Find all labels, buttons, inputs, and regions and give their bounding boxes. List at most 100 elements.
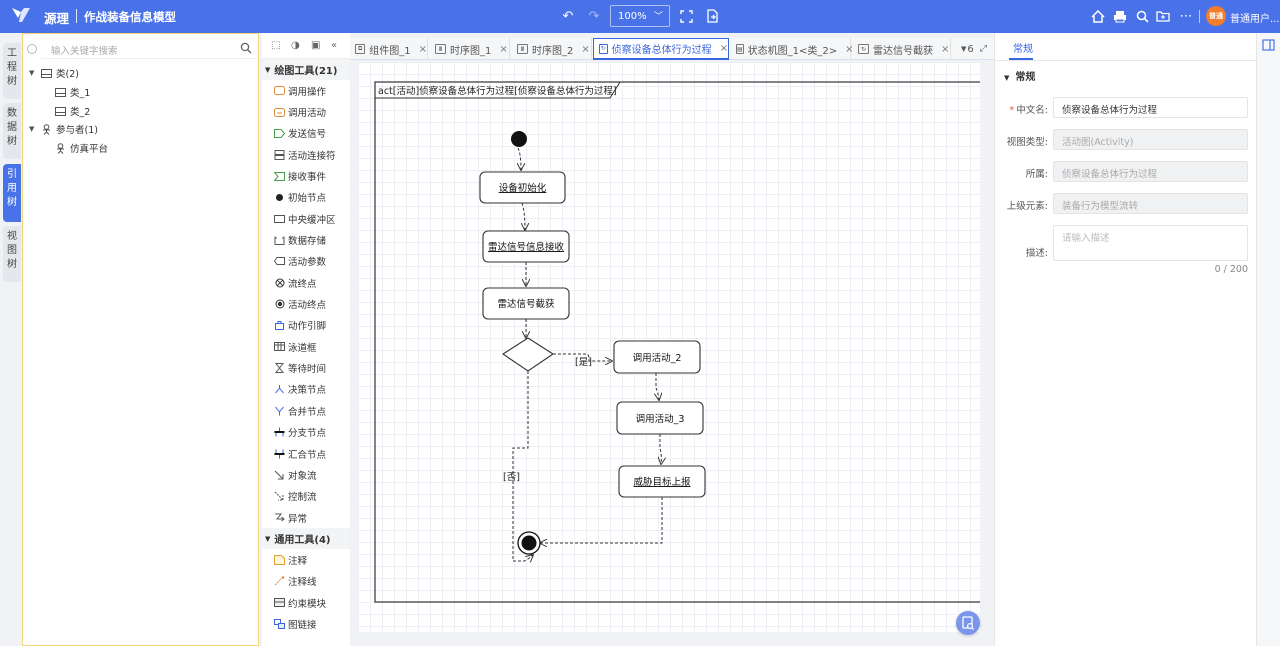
- panel-toggle-icon[interactable]: [1257, 35, 1280, 59]
- action-radar-capture-label: 雷达信号截获: [497, 298, 555, 310]
- tool-note-line[interactable]: 注释线: [262, 571, 350, 592]
- tool-control-flow[interactable]: 控制流: [262, 486, 350, 507]
- toolbox-group-common[interactable]: ▼ 通用工具(4): [262, 528, 350, 550]
- control-flow[interactable]: [540, 497, 663, 543]
- tab-view-tree[interactable]: 视图树: [3, 226, 21, 282]
- tool-fork-node[interactable]: 分支节点: [262, 422, 350, 443]
- tool-call-operation[interactable]: 调用操作: [262, 80, 350, 101]
- tab-project-tree[interactable]: 工程树: [3, 43, 21, 99]
- expand-icon[interactable]: ⤢: [979, 44, 987, 54]
- canvas-tool-button[interactable]: [956, 611, 980, 635]
- search-input[interactable]: 输入关键字搜索: [51, 46, 118, 57]
- folder-icon[interactable]: [1155, 8, 1171, 24]
- canvas-scrollbar[interactable]: [350, 632, 760, 646]
- toolbox-group-drawing[interactable]: ▼ 绘图工具(21): [262, 59, 350, 80]
- tab-radar-capture[interactable]: ↻雷达信号截获×: [853, 38, 951, 60]
- control-flow[interactable]: [660, 434, 661, 464]
- search-icon[interactable]: [1134, 8, 1150, 24]
- caret-down-icon[interactable]: ▼: [29, 125, 35, 133]
- tree-node-sim-platform[interactable]: 仿真平台: [53, 140, 108, 156]
- action-call-3[interactable]: [616, 401, 704, 435]
- control-flow[interactable]: [522, 202, 525, 230]
- redo-icon[interactable]: ↷: [588, 8, 600, 24]
- control-flow-yes[interactable]: [553, 353, 612, 361]
- search-icon[interactable]: [240, 42, 252, 54]
- control-flow-no[interactable]: [512, 371, 533, 561]
- close-icon[interactable]: ×: [581, 43, 590, 55]
- tool-join-node[interactable]: 汇合节点: [262, 443, 350, 464]
- user-name[interactable]: 普通用户...: [1230, 14, 1280, 25]
- tool-pin[interactable]: 动作引脚: [262, 315, 350, 336]
- tool-constraint-block[interactable]: 约束模块: [262, 592, 350, 613]
- tool-flow-final[interactable]: 流终点: [262, 272, 350, 293]
- name-field[interactable]: 侦察设备总体行为过程: [1053, 97, 1248, 118]
- fullscreen-icon[interactable]: [678, 8, 694, 24]
- activity-diagram-icon: ↻: [858, 44, 869, 54]
- close-icon[interactable]: ×: [941, 43, 950, 55]
- tool-activity-parameter[interactable]: 活动参数: [262, 251, 350, 272]
- close-icon[interactable]: ×: [499, 43, 508, 55]
- collapse-icon[interactable]: [27, 44, 37, 54]
- tool-initial-node[interactable]: 初始节点: [262, 187, 350, 208]
- decision-node[interactable]: [502, 337, 554, 372]
- tree-search[interactable]: 输入关键字搜索: [41, 39, 256, 59]
- contrast-icon[interactable]: ◑: [291, 40, 300, 51]
- select-icon[interactable]: ⬚: [271, 40, 281, 51]
- tree-node-class-2[interactable]: 类_2: [53, 103, 90, 119]
- tool-note[interactable]: 注释: [262, 549, 350, 570]
- tool-swimlane[interactable]: 泳道框: [262, 336, 350, 357]
- action-init[interactable]: [479, 171, 566, 204]
- section-general[interactable]: ▼常规: [1004, 68, 1035, 83]
- action-radar-recv[interactable]: [482, 230, 570, 263]
- undo-icon[interactable]: ↶: [562, 8, 574, 24]
- action-report[interactable]: [618, 465, 706, 498]
- tool-data-store[interactable]: 数据存储: [262, 229, 350, 250]
- close-icon[interactable]: ×: [719, 43, 728, 54]
- tool-object-flow[interactable]: 对象流: [262, 464, 350, 485]
- tab-data-tree[interactable]: 数据树: [3, 103, 21, 159]
- zoom-select[interactable]: 100% ﹀: [610, 5, 670, 27]
- print-icon[interactable]: [1112, 8, 1128, 24]
- tree-node-actor-group[interactable]: ▼ 参与者(1): [29, 121, 98, 137]
- activity-frame[interactable]: [374, 81, 980, 603]
- tool-central-buffer[interactable]: 中央缓冲区: [262, 208, 350, 229]
- description-field[interactable]: 请输入描述: [1053, 225, 1248, 261]
- tool-activity-final[interactable]: 活动终点: [262, 293, 350, 314]
- tab-component-diagram[interactable]: ⧉组件图_1×: [350, 38, 428, 60]
- zoom-value: 100%: [618, 10, 647, 22]
- tree-node-class-group[interactable]: ▼ 类(2): [29, 65, 79, 81]
- tool-send-signal[interactable]: 发送信号: [262, 123, 350, 144]
- control-flow[interactable]: [656, 373, 659, 400]
- tool-hourglass[interactable]: 等待时间: [262, 357, 350, 378]
- tool-exception[interactable]: 异常: [262, 507, 350, 528]
- tool-decision-node[interactable]: 决策节点: [262, 379, 350, 400]
- tabs-overflow[interactable]: ▼6 ⤢: [956, 38, 994, 60]
- tool-diagram-link[interactable]: 图链接: [262, 613, 350, 634]
- initial-node[interactable]: [511, 131, 527, 147]
- parent-field: 装备行为模型流转: [1053, 193, 1248, 214]
- collapse-panel-icon[interactable]: «: [331, 40, 338, 51]
- tool-activity-connector[interactable]: 活动连接符: [262, 144, 350, 165]
- close-icon[interactable]: ×: [418, 43, 427, 55]
- tab-activity-diagram[interactable]: ↻侦察设备总体行为过程×: [593, 38, 729, 60]
- tool-receive-event[interactable]: 接收事件: [262, 165, 350, 186]
- tab-general[interactable]: 常规: [1013, 44, 1033, 55]
- tab-state-machine[interactable]: ▤状态机图_1<类_2>×: [731, 38, 854, 60]
- tree-node-class-1[interactable]: 类_1: [53, 84, 90, 100]
- diagram-canvas[interactable]: act[活动]侦察设备总体行为过程[侦察设备总体行为过程] 设备初始化 雷达信号…: [358, 62, 980, 632]
- caret-down-icon[interactable]: ▼: [29, 69, 35, 77]
- action-radar-capture[interactable]: [482, 287, 570, 320]
- tool-merge-node[interactable]: 合并节点: [262, 400, 350, 421]
- more-icon[interactable]: ⋯: [1179, 8, 1193, 24]
- home-icon[interactable]: [1090, 8, 1106, 24]
- avatar[interactable]: 普通: [1206, 6, 1226, 26]
- control-flow[interactable]: [518, 147, 521, 170]
- panel-icon[interactable]: ▣: [311, 40, 321, 51]
- close-icon[interactable]: ×: [845, 43, 854, 55]
- export-icon[interactable]: [704, 8, 720, 24]
- action-call-2[interactable]: [613, 340, 701, 374]
- tab-reference-tree[interactable]: 引用树: [3, 164, 21, 222]
- tool-call-activity[interactable]: 调用活动: [262, 101, 350, 122]
